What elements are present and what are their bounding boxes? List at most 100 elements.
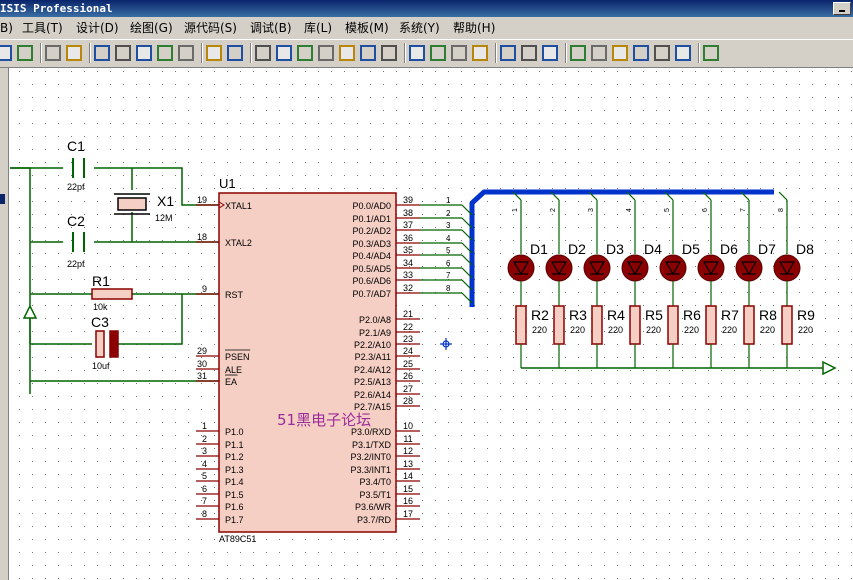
resistor-icon[interactable]: [743, 305, 755, 345]
resistor-ref: R8: [759, 307, 777, 323]
resistor-icon[interactable]: [591, 305, 603, 345]
toolbar-separator: [89, 43, 91, 63]
u1-pin-name: P2.2/A10: [354, 340, 391, 350]
search-icon[interactable]: [521, 45, 537, 61]
menu-item-debug[interactable]: 调试(B): [250, 21, 292, 35]
u1-pin-name: P2.5/A13: [354, 377, 391, 387]
resistor-icon[interactable]: [553, 305, 565, 345]
u1-pin-name: P3.0/RXD: [351, 427, 392, 437]
u1-pin-name: P2.1/A9: [359, 328, 391, 338]
resistor-icon[interactable]: [781, 305, 793, 345]
make-device-icon[interactable]: [430, 45, 446, 61]
resistor-r1[interactable]: [91, 288, 133, 300]
capacitor-c3[interactable]: [95, 330, 119, 358]
led-icon[interactable]: [659, 254, 687, 282]
led-icon[interactable]: [773, 254, 801, 282]
u1-pin-number: 5: [202, 471, 207, 481]
chip-u1[interactable]: [218, 192, 397, 533]
erc-icon[interactable]: [675, 45, 691, 61]
zoom-out-icon[interactable]: [136, 45, 152, 61]
led-net-label: 4: [626, 208, 633, 212]
undo-icon[interactable]: [206, 45, 222, 61]
u1-pin-name: XTAL2: [225, 238, 252, 248]
u1-pin-name: EA: [225, 377, 237, 387]
remove-sheet-icon[interactable]: [612, 45, 628, 61]
redo-icon[interactable]: [227, 45, 243, 61]
menu-item-graph[interactable]: 绘图(G): [130, 21, 173, 35]
led-icon[interactable]: [583, 254, 611, 282]
output-terminal-icon: [822, 360, 837, 376]
menu-item-library[interactable]: 库(L): [304, 21, 333, 35]
c3-ref: C3: [91, 314, 109, 330]
origin-icon[interactable]: [66, 45, 82, 61]
led-net-label: 2: [550, 208, 557, 212]
resistor-icon[interactable]: [629, 305, 641, 345]
resistor-icon[interactable]: [515, 305, 527, 345]
u1-pin-name: P2.0/A8: [359, 315, 391, 325]
resistor-icon[interactable]: [667, 305, 679, 345]
menu-item-template[interactable]: 模板(M): [345, 21, 389, 35]
refresh-icon[interactable]: [17, 45, 33, 61]
block-copy-icon[interactable]: [318, 45, 334, 61]
left-scroll-strip[interactable]: [0, 68, 9, 580]
crystal-x1[interactable]: [114, 193, 150, 215]
menu-item-system[interactable]: 系统(Y): [399, 21, 440, 35]
resistor-icon[interactable]: [705, 305, 717, 345]
zoom-in-icon[interactable]: [115, 45, 131, 61]
new-sheet-icon[interactable]: [570, 45, 586, 61]
minimize-button[interactable]: [833, 2, 851, 15]
block-rotate-icon[interactable]: [360, 45, 376, 61]
bus-net-label: 1: [446, 196, 451, 205]
grid-icon[interactable]: [45, 45, 61, 61]
led-icon[interactable]: [697, 254, 725, 282]
goto-parent-icon[interactable]: [633, 45, 649, 61]
menu-item-design[interactable]: 设计(D): [76, 21, 119, 35]
menu-item-b[interactable]: B): [0, 21, 13, 35]
led-icon[interactable]: [507, 254, 535, 282]
pan-icon[interactable]: [94, 45, 110, 61]
capacitor-c2[interactable]: [72, 232, 85, 252]
u1-pin-number: 22: [403, 322, 413, 332]
u1-left-pins: 19XTAL118XTAL29RST29PSEN30ALE31EA1P1.02P…: [196, 195, 252, 525]
cut-icon[interactable]: [255, 45, 271, 61]
capacitor-c1[interactable]: [72, 158, 85, 178]
zoom-all-icon[interactable]: [157, 45, 173, 61]
toolbar-separator: [40, 43, 42, 63]
u1-pin-name: P0.7/AD7: [352, 289, 391, 299]
wires: [10, 167, 219, 394]
led-icon[interactable]: [735, 254, 763, 282]
zoom-area-icon[interactable]: [178, 45, 194, 61]
save-icon[interactable]: [0, 45, 12, 61]
menu-item-help[interactable]: 帮助(H): [453, 21, 496, 35]
resistor-ref: R5: [645, 307, 663, 323]
block-delete-icon[interactable]: [381, 45, 397, 61]
menu-item-source[interactable]: 源代码(S): [184, 21, 237, 35]
u1-pin-number: 15: [403, 484, 413, 494]
u1-pin-number: 12: [403, 446, 413, 456]
led-icon[interactable]: [545, 254, 573, 282]
block-move-icon[interactable]: [339, 45, 355, 61]
decompose-icon[interactable]: [472, 45, 488, 61]
c3-value: 10uf: [92, 361, 110, 371]
c2-value: 22pf: [67, 259, 85, 269]
u1-pin-name: P3.4/T0: [359, 477, 391, 487]
pick-device-icon[interactable]: [409, 45, 425, 61]
bus-net-label: 5: [446, 246, 451, 255]
u1-pin-number: 8: [202, 509, 207, 519]
paste-icon[interactable]: [297, 45, 313, 61]
schematic-canvas[interactable]: C1 22pf C2 22pf X1 12M R1 10k C3 10uf U1…: [0, 68, 853, 580]
u1-pin-number: 13: [403, 459, 413, 469]
copy-icon[interactable]: [276, 45, 292, 61]
add-sheet-icon[interactable]: [591, 45, 607, 61]
u1-pin-name: P1.5: [225, 490, 244, 500]
menu-item-tools[interactable]: 工具(T): [22, 21, 63, 35]
wire-autorouter-icon[interactable]: [500, 45, 516, 61]
led-icon[interactable]: [621, 254, 649, 282]
ares-icon[interactable]: [703, 45, 719, 61]
packaging-icon[interactable]: [451, 45, 467, 61]
bom-icon[interactable]: [654, 45, 670, 61]
property-tool-icon[interactable]: [542, 45, 558, 61]
